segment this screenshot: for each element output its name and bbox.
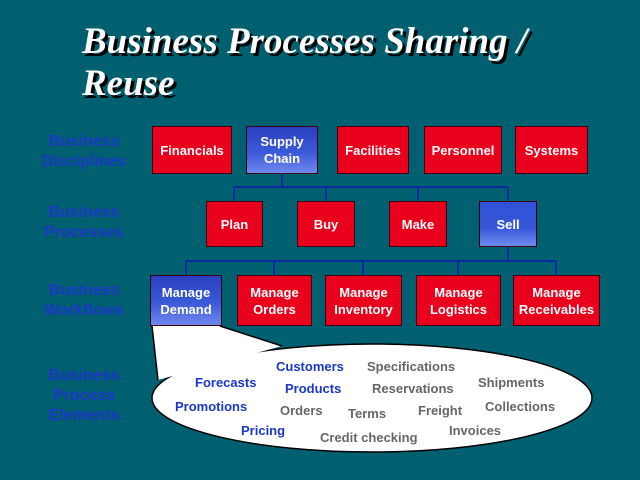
row-label-line: Disciplines [41,153,127,170]
box-text: Demand [160,301,212,317]
element-shipments: Shipments [478,375,545,390]
box-text: Orders [253,301,296,317]
box-text: Manage [250,284,299,300]
box-text: Facilities [345,142,401,158]
discipline-financials: Financials [152,126,232,174]
workflow-manage-receivables: Manage Receivables [513,275,600,326]
row-label-line: Elements [48,407,120,424]
element-specifications: Specifications [367,359,456,374]
box-text: Manage [532,284,581,300]
element-pricing: Pricing [241,423,286,438]
box-text: Manage [161,284,211,300]
box-text: Receivables [518,301,595,317]
row-label-line: Processes [43,224,125,241]
box-text: Supply [260,134,304,149]
element-reservations: Reservations [372,381,454,396]
workflow-manage-inventory: Manage Inventory [325,275,402,326]
element-orders: Orders [280,403,323,418]
row-label-line: Business [48,282,120,299]
row-label-elements: Business Process Elements [20,366,148,426]
box-text: Buy [313,216,339,232]
callout-edge-right [219,325,283,347]
element-collections: Collections [485,399,556,414]
process-buy: Buy [297,201,355,247]
callout-wedge [152,326,282,380]
slide-title-line-1: Business Processes Sharing / [82,21,528,62]
slide-title-line-2: Reuse [82,63,175,104]
process-elements-ellipse [151,343,593,453]
element-freight: Freight [418,403,463,418]
discipline-facilities: Facilities [337,126,409,174]
workflow-manage-orders: Manage Orders [237,275,312,326]
element-credit-checking: Credit checking [320,430,418,445]
box-text: Personnel [431,142,495,158]
callout-edge-left [151,325,159,381]
row-label-line: Process [52,387,116,404]
row-label-disciplines: Business Disciplines [20,132,148,172]
element-promotions: Promotions [175,399,248,414]
workflow-manage-demand: Manage Demand [150,275,222,326]
discipline-personnel: Personnel [424,126,502,174]
box-text: Sell [496,216,520,232]
row-label-processes: Business Processes [20,203,148,243]
element-invoices: Invoices [449,423,502,438]
row-label-line: Workflows [43,302,125,319]
box-text: Inventory [334,301,393,317]
row-label-line: Business [48,367,120,384]
box-text: Manage [339,284,388,300]
discipline-supply-chain: Supply Chain [246,126,318,174]
row-label-workflows: Business Workflows [20,281,148,321]
element-forecasts: Forecasts [195,375,257,390]
discipline-systems: Systems [515,126,588,174]
row-label-line: Business [48,133,120,150]
box-text: Systems [524,142,579,158]
box-text: Logistics [429,301,488,317]
box-text: Plan [220,216,249,232]
box-text: Make [401,216,435,232]
process-plan: Plan [206,201,263,247]
workflow-manage-logistics: Manage Logistics [416,275,501,326]
row-label-line: Business [48,204,120,221]
element-products: Products [285,381,342,396]
element-customers: Customers [276,359,344,374]
box-text: Manage [434,284,483,300]
element-terms: Terms [348,406,387,421]
box-text: Financials [160,142,224,158]
process-make: Make [389,201,447,247]
process-sell: Sell [479,201,537,247]
box-text: Chain [263,151,301,166]
